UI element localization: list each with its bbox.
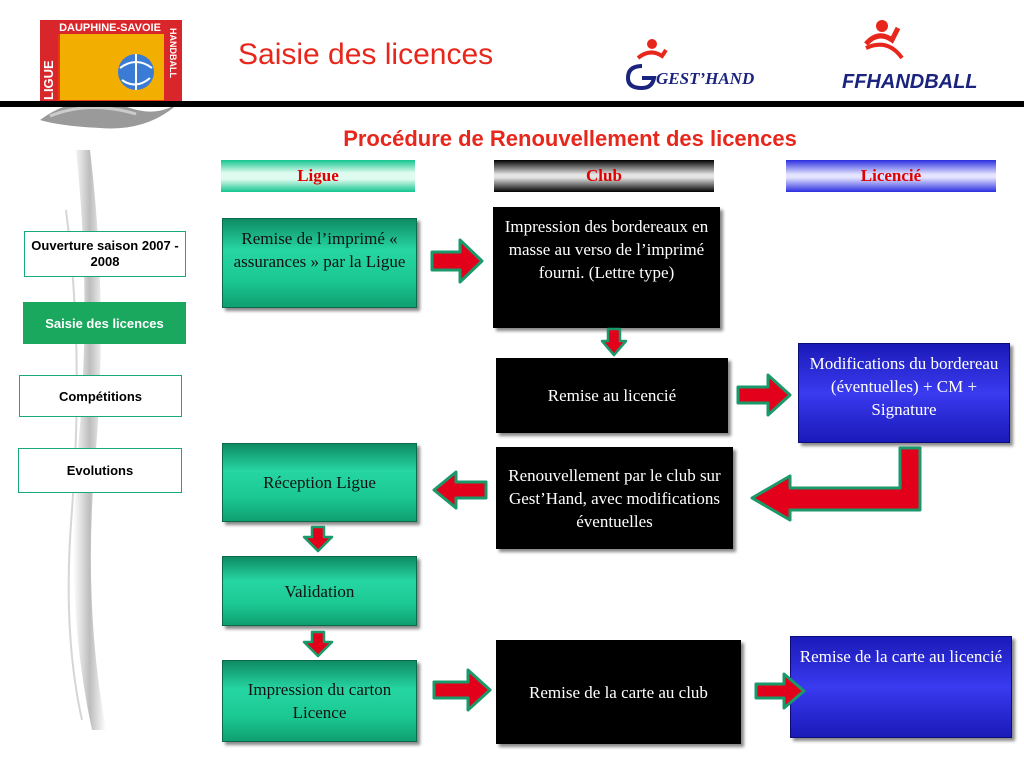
- arrow-down-icon: [302, 525, 334, 553]
- arrow-down-icon: [302, 630, 334, 658]
- svg-text:LIGUE: LIGUE: [41, 60, 56, 100]
- arrow-right-icon: [430, 238, 484, 284]
- svg-text:FFHANDBALL: FFHANDBALL: [842, 71, 978, 92]
- arrow-return-left-icon: [750, 446, 922, 522]
- step-validation: Validation: [222, 556, 417, 626]
- arrow-right-icon: [736, 373, 792, 417]
- arrow-left-icon: [432, 470, 488, 510]
- ligue-dauphine-savoie-logo: DAUPHINE-SAVOIE LIGUE HANDBALL: [40, 20, 182, 129]
- arrow-right-icon: [432, 668, 492, 712]
- step-reception-ligue: Réception Ligue: [222, 443, 417, 522]
- step-remise-licencie: Remise au licencié: [496, 358, 728, 433]
- step-renouvellement-gesthand: Renouvellement par le club sur Gest’Hand…: [496, 447, 733, 549]
- svg-text:HANDBALL: HANDBALL: [168, 28, 178, 78]
- arrow-down-icon: [600, 327, 628, 357]
- column-header-ligue: Ligue: [221, 160, 415, 192]
- column-header-club: Club: [494, 160, 714, 192]
- nav-evolutions[interactable]: Evolutions: [18, 448, 182, 493]
- page-title: Saisie des licences: [238, 38, 494, 71]
- decorative-swoosh: [65, 150, 106, 730]
- ffhandball-logo: FFHANDBALL: [842, 20, 978, 92]
- step-remise-carte-licencie: Remise de la carte au licencié: [790, 636, 1012, 738]
- procedure-subtitle: Procédure de Renouvellement des licences: [343, 126, 797, 151]
- step-modifications-bordereau: Modifications du bordereau (éventuelles)…: [798, 343, 1010, 443]
- arrow-right-icon: [754, 672, 806, 710]
- nav-competitions[interactable]: Compétitions: [19, 375, 182, 417]
- gesthand-logo: GEST’HAND: [625, 39, 754, 90]
- step-impression-bordereaux: Impression des bordereaux en masse au ve…: [493, 207, 720, 328]
- column-header-licencie: Licencié: [786, 160, 996, 192]
- nav-ouverture-saison[interactable]: Ouverture saison 2007 - 2008: [24, 231, 186, 277]
- svg-text:GEST’HAND: GEST’HAND: [656, 69, 754, 88]
- step-remise-carte-club: Remise de la carte au club: [496, 640, 741, 744]
- step-impression-carton: Impression du carton Licence: [222, 660, 417, 742]
- svg-text:DAUPHINE-SAVOIE: DAUPHINE-SAVOIE: [59, 22, 161, 34]
- header-divider: [0, 101, 1024, 107]
- nav-saisie-licences[interactable]: Saisie des licences: [23, 302, 186, 344]
- step-remise-imprime: Remise de l’imprimé « assurances » par l…: [222, 218, 417, 308]
